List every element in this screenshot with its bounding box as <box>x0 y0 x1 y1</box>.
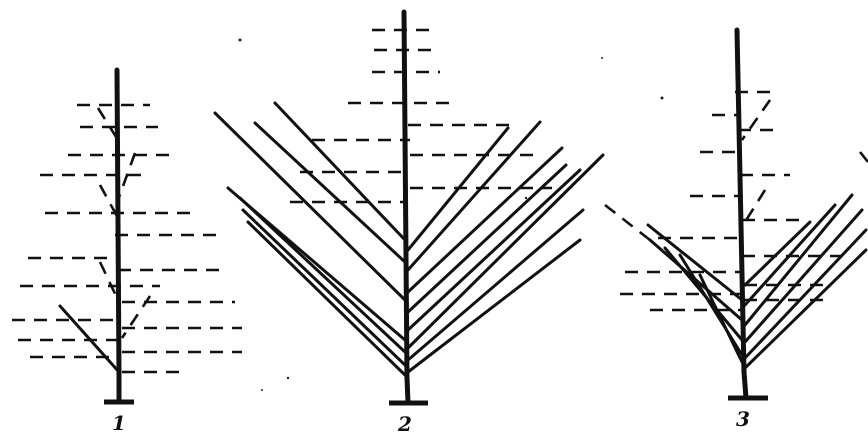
panel-2-branch <box>248 222 405 375</box>
panel-3-stem <box>744 372 746 398</box>
panel-1-diagonal <box>100 262 118 300</box>
panel-2-branch <box>408 122 540 270</box>
panel-1-dashed-laterals <box>12 105 242 372</box>
panel-2-left-branches <box>215 103 405 375</box>
panel-1-diagonal <box>118 153 135 200</box>
panel-3-branch <box>700 275 742 362</box>
panel-3-dashed-diagonals <box>742 100 770 222</box>
panel-3-right-branches <box>745 152 868 368</box>
speck <box>525 197 527 199</box>
panel-1-trunk <box>117 70 119 375</box>
panel-1: 1 <box>12 70 242 432</box>
panel-2-trunk <box>404 12 407 378</box>
speck <box>601 57 603 59</box>
panel-3-diagonal <box>742 100 770 140</box>
speck <box>661 97 664 100</box>
panel-2: 2 <box>215 12 603 432</box>
panel-3-branch <box>745 222 810 285</box>
panel-3-branch <box>860 152 868 162</box>
panel-3-label: 3 <box>736 407 750 431</box>
panel-3-branch <box>605 205 650 240</box>
panel-3-left-branches <box>605 205 742 362</box>
panel-3: 3 <box>605 30 868 431</box>
panel-2-label: 2 <box>397 412 412 432</box>
speck <box>261 389 263 391</box>
panel-2-branch <box>243 210 405 365</box>
panel-2-branch <box>275 103 405 240</box>
panel-1-label: 1 <box>112 411 126 432</box>
speck <box>239 39 242 42</box>
panel-2-dashed-laterals <box>290 30 552 202</box>
panel-3-branch <box>648 225 742 300</box>
panel-1-dashed-diagonals <box>98 108 150 338</box>
panel-2-stem <box>407 378 408 403</box>
panel-2-right-branches <box>408 122 603 372</box>
panel-3-diagonal <box>745 190 765 222</box>
panel-3-dashed-laterals <box>620 92 842 310</box>
panel-2-branch <box>408 155 603 348</box>
speck <box>287 377 289 379</box>
